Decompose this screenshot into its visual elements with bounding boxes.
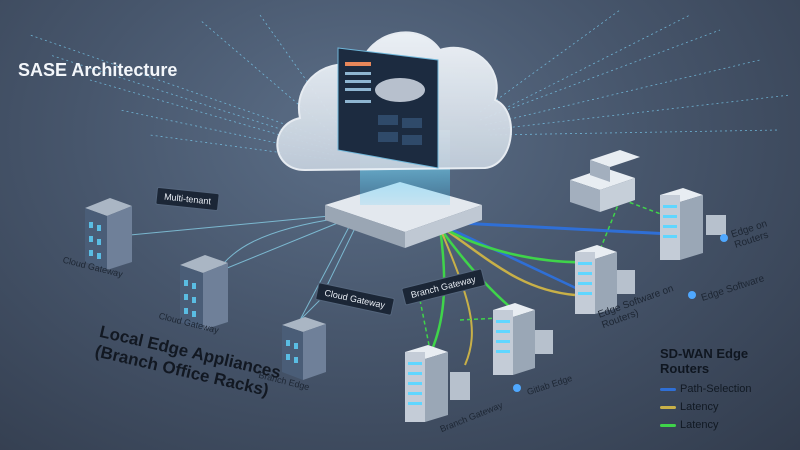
server-rack-branch-gateway (405, 345, 470, 422)
switch-stack (570, 150, 640, 212)
legend-label: Latency (680, 419, 719, 431)
dashboard-screen (337, 47, 439, 169)
left-connections (129, 214, 356, 321)
legend-swatch-blue (660, 388, 676, 391)
building-1 (85, 198, 132, 270)
legend-swatch-yellow (660, 406, 676, 409)
building-2 (180, 255, 228, 330)
legend-label: Path-Selection (680, 383, 752, 395)
legend-item-latency-green: Latency (660, 416, 800, 434)
legend-swatch-green (660, 424, 676, 427)
building-3 (282, 317, 326, 380)
server-rack-center (493, 303, 553, 375)
legend-title: SD-WAN Edge Routers (660, 346, 749, 376)
cloud-badge-icon (513, 234, 728, 392)
legend-item-path-selection: Path-Selection (660, 380, 800, 398)
legend-label: Latency (680, 401, 719, 413)
legend-item-latency-yellow: Latency (660, 398, 800, 416)
server-rack-mid-right (575, 245, 635, 314)
legend: SD-WAN Edge Routers Path-Selection Laten… (660, 346, 800, 434)
server-rack-far-right (660, 188, 726, 260)
page-title: SASE Architecture (18, 60, 178, 80)
